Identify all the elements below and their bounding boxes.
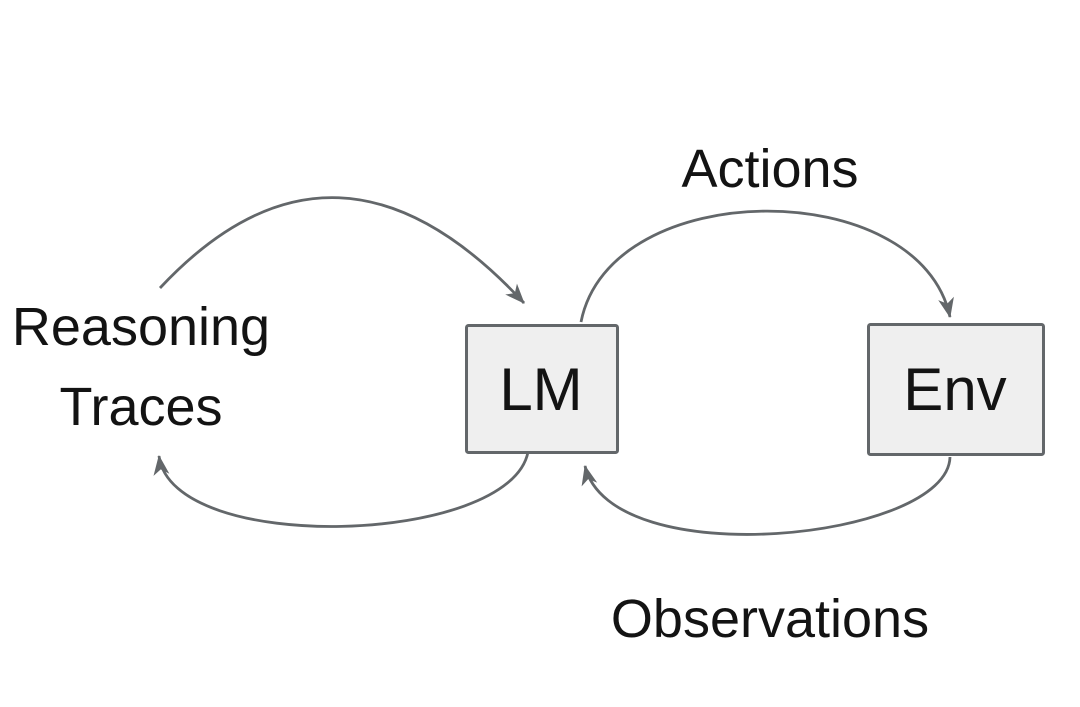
lm-label: LM — [499, 356, 582, 423]
reasoning-to-lm-arrow — [158, 196, 526, 304]
actions-label: Actions — [681, 139, 858, 199]
observations-arrow — [581, 456, 952, 536]
observations-label: Observations — [611, 589, 929, 649]
reasoning-traces-label-line2: Traces — [59, 377, 222, 437]
env-label: Env — [903, 356, 1006, 423]
lm-box — [465, 324, 619, 454]
lm-to-reasoning-arrow — [153, 451, 530, 528]
reasoning-traces-label-line1: Reasoning — [12, 297, 270, 357]
env-box — [867, 323, 1045, 456]
actions-arrow — [579, 209, 954, 323]
